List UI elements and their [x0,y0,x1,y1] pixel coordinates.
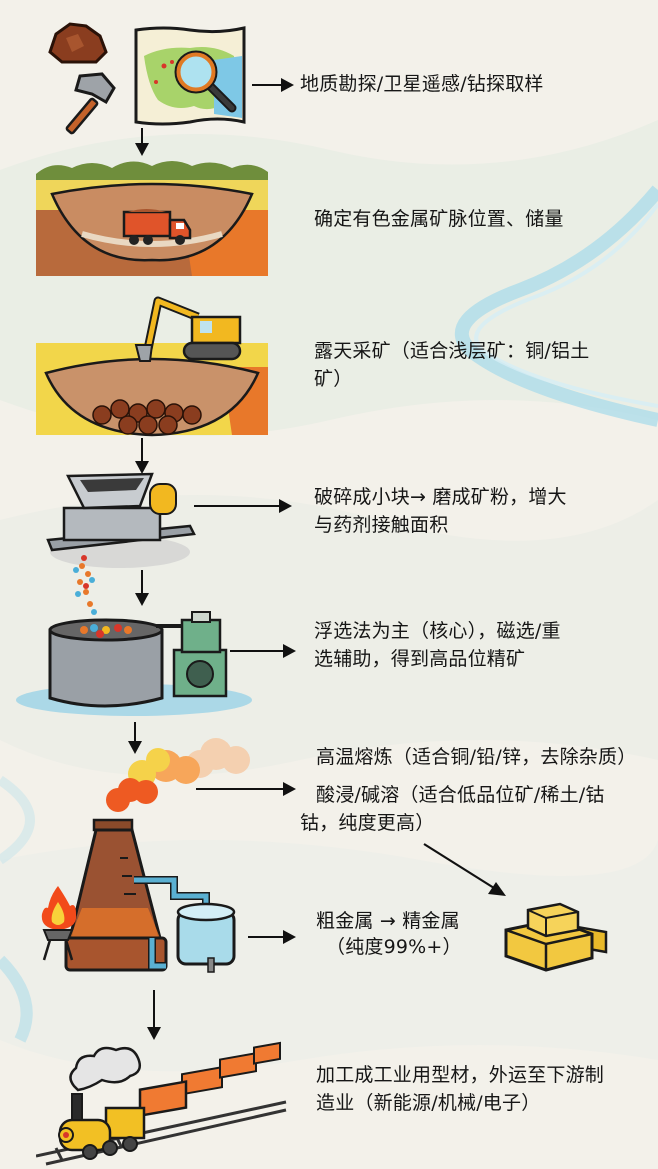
storage-tank-icon [134,876,236,973]
step-2-text: 确定有色金属矿脉位置、储量 [314,208,564,230]
ore-rock-icon [48,22,108,64]
pump-icon [156,611,228,698]
arrow-down-icon [147,990,161,1040]
step-3-text-line-1: 露天采矿（适合浅层矿：铜/铝土 [314,340,590,362]
gold-bars-icon [504,902,608,972]
dump-truck-icon [122,209,192,245]
smoke-icon [106,738,250,812]
step-1-text: 地质勘探/卫星遥感/钻探取样 [300,73,544,95]
fire-icon [41,886,77,961]
step-smelting: 高温熔炼（适合铜/铅/锌，去除杂质） 酸浸/碱溶（适合低品位矿/稀土/钴 钴，纯… [0,726,658,986]
flotation-tank-icon [16,618,252,716]
arrow-right-icon [194,499,292,513]
step-5-text-line-2: 选辅助，得到高品位精矿 [314,648,526,670]
step-deposit-identification: 确定有色金属矿脉位置、储量 [0,150,658,280]
step-6-text-line-2: 酸浸/碱溶（适合低品位矿/稀土/钴 [316,784,605,806]
step-open-pit-mining: 露天采矿（适合浅层矿：铜/铝土 矿） [0,285,658,437]
arrow-diagonal-icon [423,843,506,896]
arrow-down-icon [135,570,149,606]
step-crushing-grinding: 破碎成小块→ 磨成矿粉，增大 与药剂接触面积 [0,470,658,615]
step-8-text-line-1: 加工成工业用型材，外运至下游制 [316,1064,605,1086]
crusher-machine-icon [46,472,196,615]
arrow-down-icon [128,722,142,754]
step-4-text-line-1: 破碎成小块→ 磨成矿粉，增大 [314,486,567,508]
step-exploration: 地质勘探/卫星遥感/钻探取样 [0,0,658,135]
arrow-right-icon [196,782,296,796]
arrow-down-icon [135,128,149,156]
magnifier-icon [174,50,237,113]
step-beneficiation: 浮选法为主（核心），磁选/重 选辅助，得到高品位精矿 [0,600,658,720]
step-refining: 粗金属 → 精金属 （纯度99%+） [0,900,658,980]
arrow-down-icon [135,438,149,474]
step-7-text-line-1: 粗金属 → 精金属 [316,910,460,932]
hammer-icon [65,72,116,135]
step-8-text-line-2: 造业（新能源/机械/电子） [316,1092,541,1114]
step-6-text-line-1: 高温熔炼（适合铜/铅/锌，去除杂质） [316,746,637,768]
step-7-text-line-2: （纯度99%+） [326,936,462,958]
step-3-text-line-2: 矿） [314,368,353,390]
steam-train-icon [36,1041,287,1166]
step-transport: 加工成工业用型材，外运至下游制 造业（新能源/机械/电子） [0,1010,658,1169]
arrow-right-icon [252,78,294,92]
step-6-text-line-3: 钴，纯度更高） [300,812,435,834]
step-4-text-line-2: 与药剂接触面积 [314,514,449,536]
ore-pit-icon [36,343,268,437]
step-5-text-line-1: 浮选法为主（核心），磁选/重 [314,620,561,642]
arrow-right-icon [248,930,296,944]
furnace-icon [64,818,168,972]
excavator-icon [134,296,242,362]
arrow-right-icon [230,644,296,658]
